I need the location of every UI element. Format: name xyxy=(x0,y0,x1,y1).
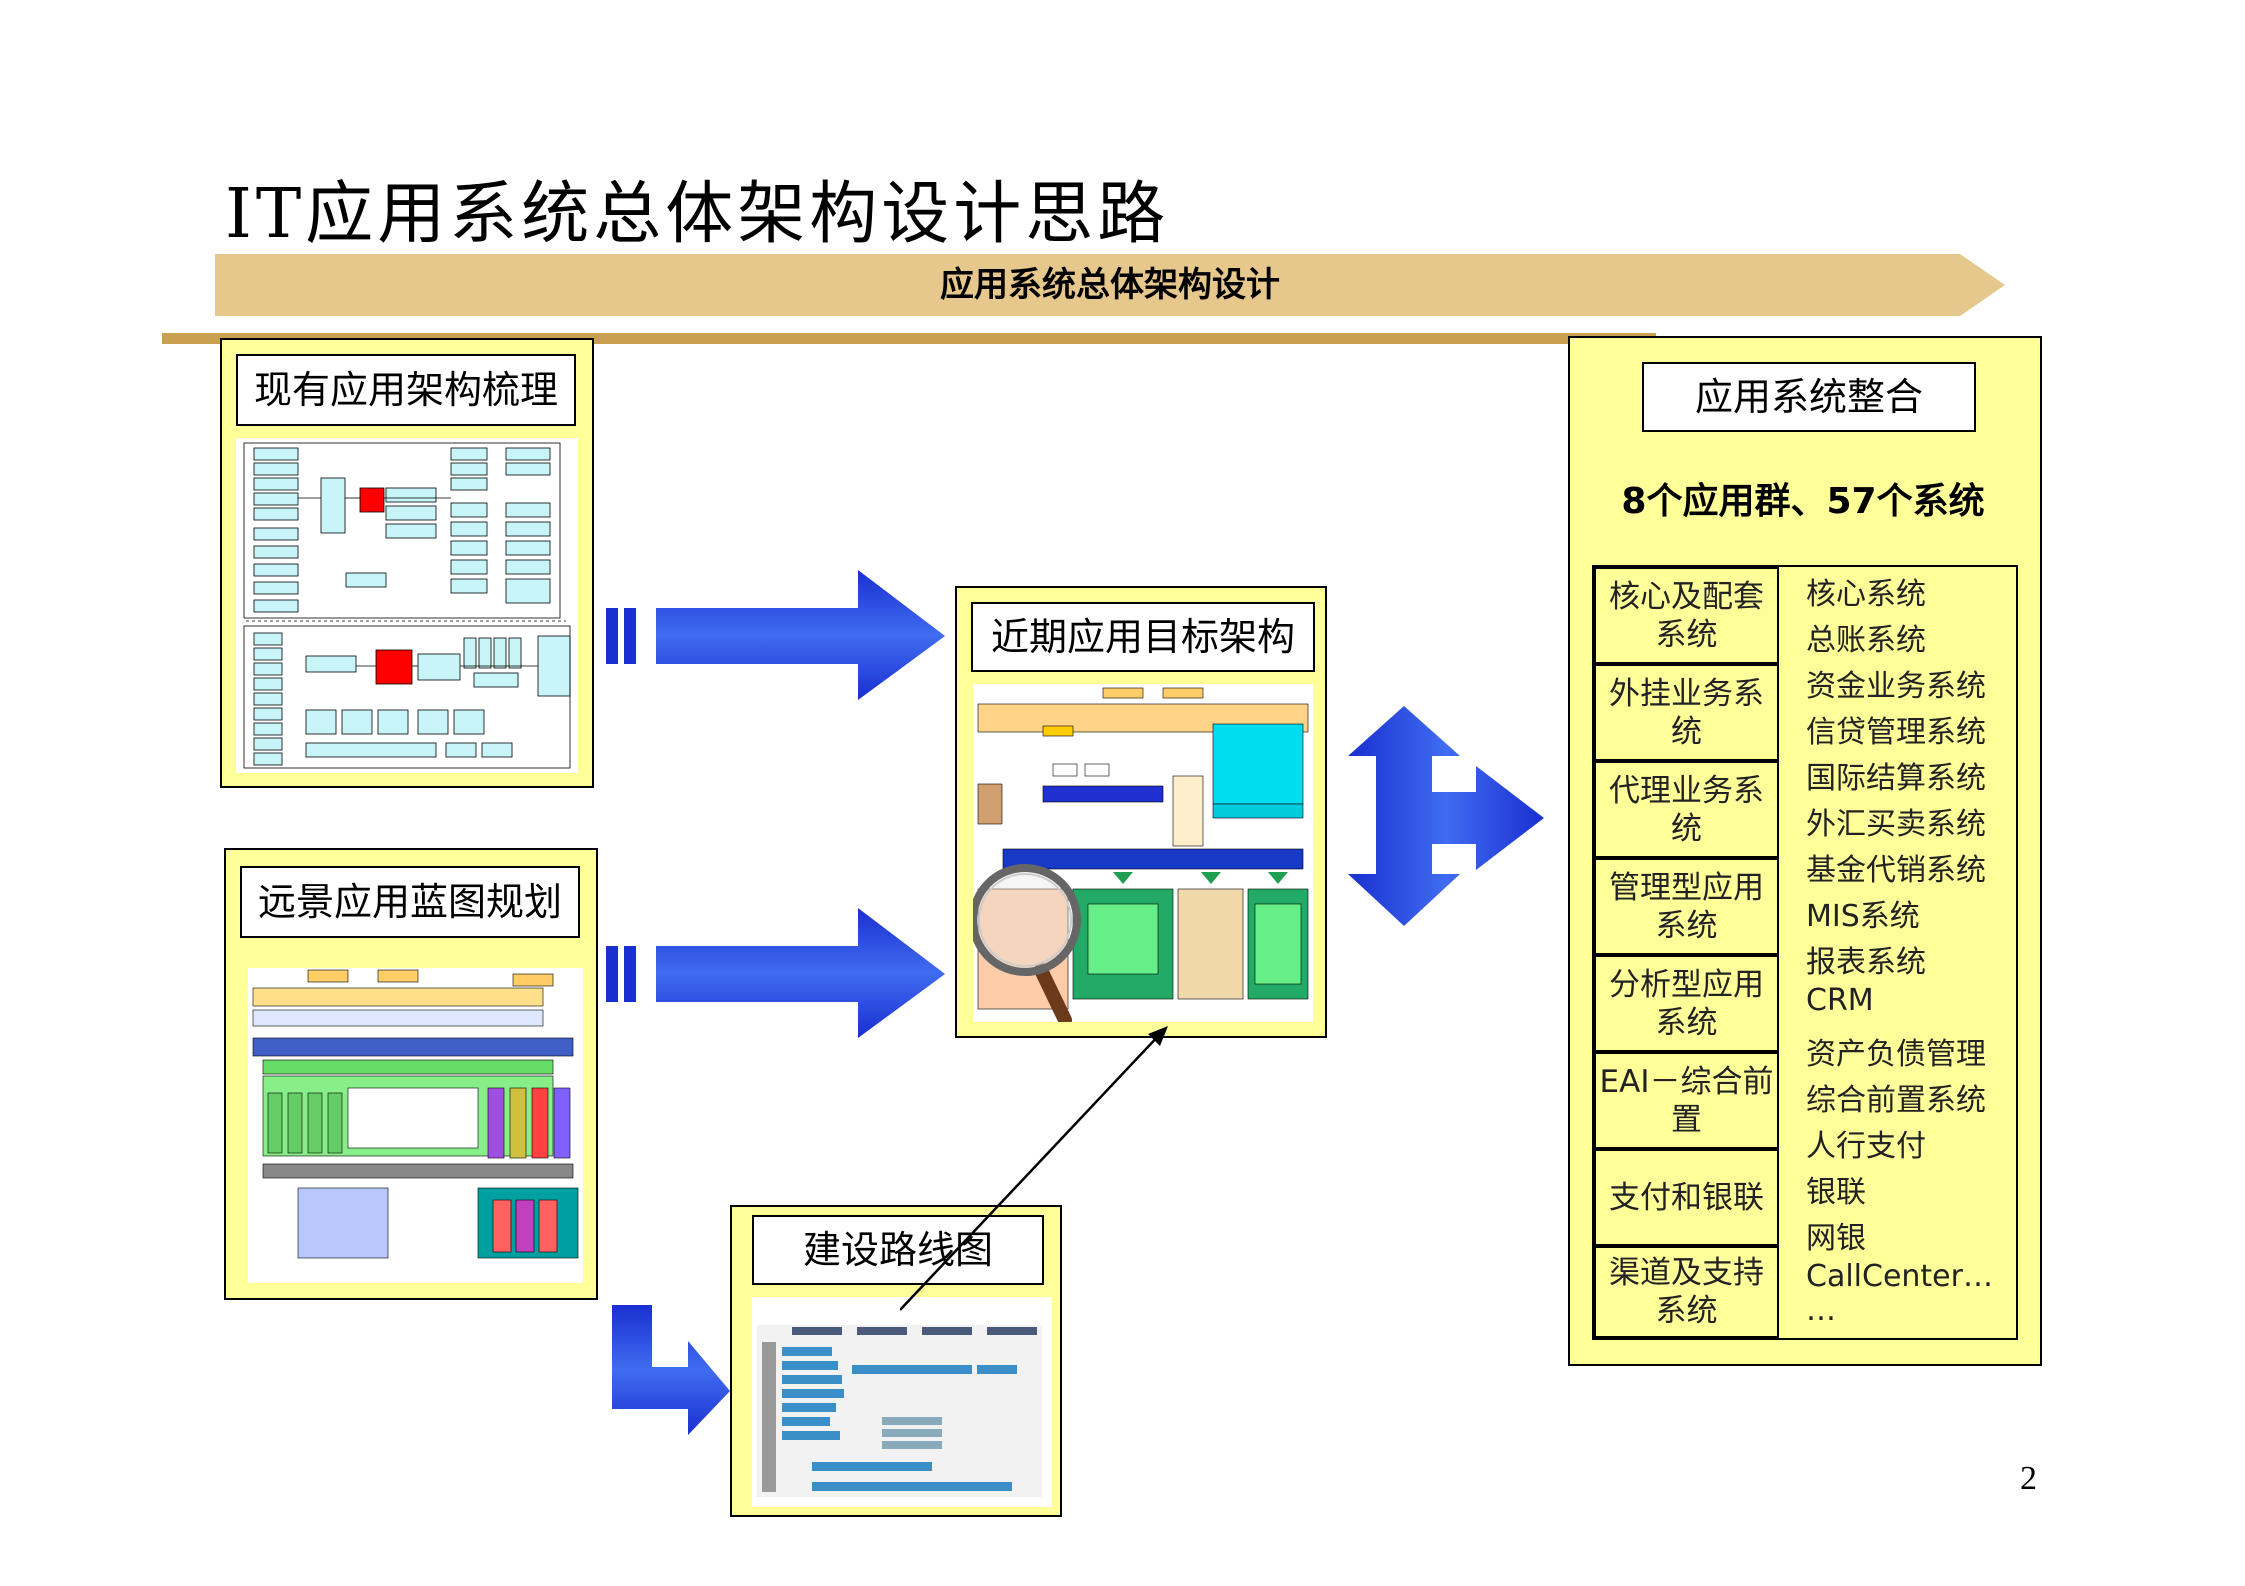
arrow-bidirectional-to-integration xyxy=(1348,706,1544,926)
system-item: CallCenter… xyxy=(1806,1259,1993,1294)
panel-label: 远景应用蓝图规划 xyxy=(240,866,580,938)
system-item: 国际结算系统 xyxy=(1806,761,1986,796)
section-banner: 应用系统总体架构设计 xyxy=(215,254,2005,316)
roadmap-thumbnail xyxy=(752,1297,1052,1507)
group-cell: 支付和银联 xyxy=(1594,1149,1779,1246)
system-item: 总账系统 xyxy=(1806,623,1926,658)
system-item: 资金业务系统 xyxy=(1806,669,1986,704)
magnifier-icon xyxy=(973,864,1081,1022)
system-item: 外汇买卖系统 xyxy=(1806,807,1986,842)
system-item: 资产负债管理 xyxy=(1806,1037,1986,1072)
system-item: 人行支付 xyxy=(1806,1129,1926,1164)
vision-blueprint-thumbnail xyxy=(248,968,583,1283)
near-term-architecture-thumbnail xyxy=(973,684,1313,1022)
panel-label: 近期应用目标架构 xyxy=(971,602,1315,672)
panel-label: 现有应用架构梳理 xyxy=(236,354,576,426)
arrow-roadmap-to-target xyxy=(900,1026,1168,1311)
current-architecture-thumbnail xyxy=(236,438,578,773)
system-item: 基金代销系统 xyxy=(1806,853,1986,888)
system-item: CRM xyxy=(1806,983,1874,1018)
system-item: 核心系统 xyxy=(1806,577,1926,612)
system-item: 网银 xyxy=(1806,1221,1866,1256)
panel-near-term-target: 近期应用目标架构 xyxy=(955,586,1327,1038)
system-item: 信贷管理系统 xyxy=(1806,715,1986,750)
system-item: 银联 xyxy=(1806,1175,1866,1210)
panel-vision-blueprint: 远景应用蓝图规划 xyxy=(224,848,598,1300)
group-cell: 渠道及支持系统 xyxy=(1594,1246,1779,1338)
arrow-down-right-to-roadmap xyxy=(612,1305,730,1435)
group-cell: 分析型应用系统 xyxy=(1594,955,1779,1052)
panel-roadmap: 建设路线图 xyxy=(730,1205,1062,1517)
page-title: IT应用系统总体架构设计思路 xyxy=(225,175,1170,254)
arrow-vision-to-target xyxy=(606,908,945,1038)
system-group-table: 核心及配套系统 外挂业务系统 代理业务系统 管理型应用系统 分析型应用系统 EA… xyxy=(1592,565,2018,1340)
arrow-current-to-target xyxy=(606,570,945,700)
system-item: MIS系统 xyxy=(1806,899,1920,934)
group-cell: 外挂业务系统 xyxy=(1594,664,1779,761)
page-number: 2 xyxy=(2020,1460,2037,1497)
group-cell: 管理型应用系统 xyxy=(1594,858,1779,955)
panel-label: 应用系统整合 xyxy=(1642,362,1976,432)
system-item: 综合前置系统 xyxy=(1806,1083,1986,1118)
group-cell: 代理业务系统 xyxy=(1594,761,1779,858)
system-item: … xyxy=(1806,1293,1836,1328)
panel-current-architecture: 现有应用架构梳理 xyxy=(220,338,594,788)
integration-summary: 8个应用群、57个系统 xyxy=(1621,481,1985,522)
system-item: 报表系统 xyxy=(1806,945,1926,980)
group-cell: EAI－综合前置 xyxy=(1594,1052,1779,1149)
banner-text: 应用系统总体架构设计 xyxy=(940,265,1280,305)
divider-rule xyxy=(162,333,1656,344)
panel-label: 建设路线图 xyxy=(752,1215,1044,1285)
group-cell: 核心及配套系统 xyxy=(1594,567,1779,664)
